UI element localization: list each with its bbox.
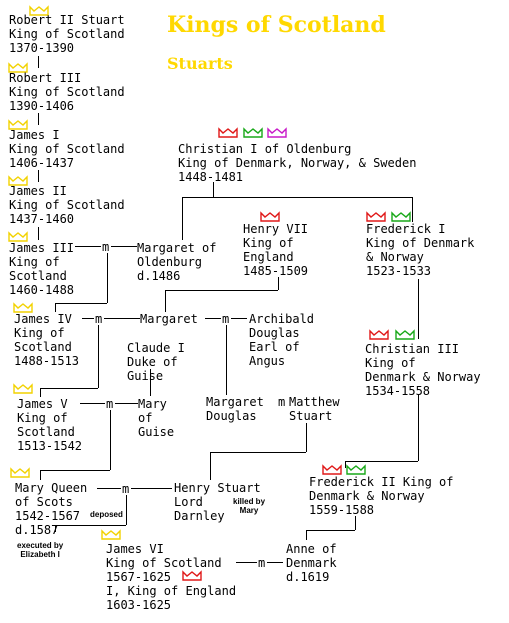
note-killed-by-mary: killed by Mary [233,497,266,515]
marriage-marker: m [101,240,111,254]
denmark-crown-icon [366,211,386,222]
england-crown-icon [182,570,202,581]
denmark-crown-icon [369,329,389,340]
scotland-crown-icon [8,175,28,186]
scotland-crown-icon [8,62,28,73]
dynasty-subtitle: Stuarts [167,54,233,73]
scotland-crown-icon [29,5,49,16]
scotland-crown-icon [8,231,28,242]
denmark-crown-icon [322,464,342,475]
denmark-crown-icon [218,127,238,138]
norway-crown-icon [243,127,263,138]
marriage-marker: m [257,556,267,570]
norway-crown-icon [395,329,415,340]
note-deposed: deposed [90,510,123,519]
scotland-crown-icon [13,302,33,313]
page-title: Kings of Scotland [167,12,386,38]
marriage-marker: m [277,395,287,409]
marriage-marker: m [121,482,131,496]
scotland-crown-icon [13,383,33,394]
scotland-crown-icon [8,119,28,130]
norway-crown-icon [391,211,411,222]
scotland-crown-icon [101,529,121,540]
norway-crown-icon [346,464,366,475]
marriage-marker: m [221,312,231,326]
person-margaret-tudor: Margaret [140,312,198,326]
marriage-marker: m [105,397,115,411]
sweden-crown-icon [267,127,287,138]
scotland-crown-icon [10,467,30,478]
england-crown-icon [260,211,280,222]
note-executed-by-elizabeth: executed by Elizabeth I [17,541,64,559]
marriage-marker: m [94,312,104,326]
